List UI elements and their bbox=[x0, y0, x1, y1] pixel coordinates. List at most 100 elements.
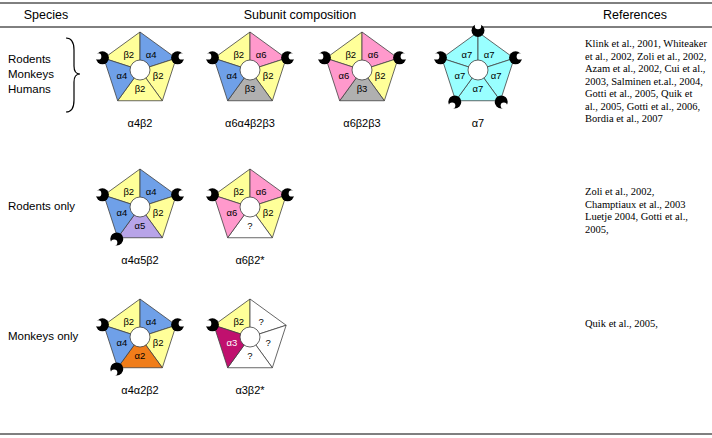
pentagon-figure bbox=[90, 25, 190, 115]
subunit-label: α4 bbox=[116, 71, 127, 81]
binding-blob bbox=[206, 318, 219, 331]
subunit-label: ? bbox=[265, 338, 270, 348]
subunit-label: α7 bbox=[484, 50, 495, 60]
binding-blob bbox=[281, 188, 294, 201]
subunit-label: α6 bbox=[338, 71, 349, 81]
binding-site bbox=[95, 318, 109, 331]
subunit-label: ? bbox=[247, 221, 252, 231]
receptor-pentagon: β2α6β2β3α6α6β2β3 bbox=[312, 25, 412, 137]
subunit-label: β2 bbox=[375, 71, 386, 81]
subunit-label: β3 bbox=[357, 84, 368, 94]
binding-blob bbox=[110, 232, 123, 245]
binding-site bbox=[171, 188, 185, 201]
receptor-pentagon: β2α4β2α2α4α4α2β2 bbox=[90, 292, 190, 404]
receptor-name: α4α5β2 bbox=[90, 254, 190, 266]
receptor-pentagon: β2 α6 β2? α6 α6β2* bbox=[200, 162, 300, 274]
header-rule bbox=[0, 27, 712, 28]
top-rule bbox=[0, 3, 712, 4]
subunit-label: β2 bbox=[123, 317, 134, 327]
subunit-label: β2 bbox=[263, 208, 274, 218]
subunit-label: α7 bbox=[461, 50, 472, 60]
binding-notch bbox=[205, 320, 211, 326]
subunit-label: α6 bbox=[256, 187, 267, 197]
subunit-label: β2 bbox=[233, 50, 244, 60]
column-header: Subunit composition bbox=[220, 8, 380, 22]
column-header: References bbox=[590, 8, 680, 22]
subunit-label: α7 bbox=[454, 71, 465, 81]
binding-notch bbox=[501, 102, 507, 108]
binding-notch bbox=[95, 53, 101, 59]
subunit-label: ? bbox=[259, 317, 264, 327]
pentagon-figure bbox=[428, 25, 528, 115]
subunit-label: α6 bbox=[256, 50, 267, 60]
binding-notch bbox=[517, 53, 523, 59]
binding-notch bbox=[449, 102, 455, 108]
channel-pore bbox=[240, 60, 260, 80]
subunit-label: α4 bbox=[116, 338, 127, 348]
binding-notch bbox=[205, 190, 211, 196]
binding-notch bbox=[205, 53, 211, 59]
binding-notch bbox=[111, 239, 117, 245]
channel-pore bbox=[352, 60, 372, 80]
reference-list: Klink et al., 2001, Whiteaker et al., 20… bbox=[585, 38, 707, 126]
subunit-label: α4 bbox=[146, 187, 157, 197]
receptor-name: α3β2* bbox=[200, 384, 300, 396]
binding-blob bbox=[171, 318, 184, 331]
channel-pore bbox=[240, 197, 260, 217]
binding-site bbox=[448, 95, 461, 108]
binding-notch bbox=[289, 190, 295, 196]
binding-site bbox=[110, 232, 123, 245]
receptor-pentagon: β2α4β2β2α4α4β2 bbox=[90, 25, 190, 137]
column-header: Species bbox=[8, 8, 84, 22]
binding-blob bbox=[281, 51, 294, 64]
binding-blob bbox=[495, 95, 508, 108]
receptor-pentagon: α7α7α7α7α7α7 bbox=[428, 25, 528, 137]
binding-blob bbox=[96, 188, 109, 201]
pentagon-figure bbox=[200, 25, 300, 115]
binding-notch bbox=[111, 369, 117, 375]
subunit-label: β2 bbox=[153, 71, 164, 81]
binding-notch bbox=[475, 23, 481, 29]
receptor-name: α7 bbox=[428, 117, 528, 129]
subunit-label: β2 bbox=[123, 50, 134, 60]
subunit-label: β3 bbox=[245, 84, 256, 94]
channel-pore bbox=[240, 327, 260, 347]
subunit-label: β2 bbox=[233, 187, 244, 197]
binding-blob bbox=[393, 51, 406, 64]
binding-notch bbox=[289, 53, 295, 59]
binding-blob bbox=[448, 95, 461, 108]
subunit-label: α4 bbox=[146, 317, 157, 327]
binding-blob bbox=[509, 51, 522, 64]
receptor-name: α6β2β3 bbox=[312, 117, 412, 129]
receptor-name: α4α2β2 bbox=[90, 384, 190, 396]
binding-site bbox=[393, 51, 407, 64]
subunit-label: β2 bbox=[263, 71, 274, 81]
subunit-label: α6 bbox=[226, 208, 237, 218]
subunit-label: α2 bbox=[135, 351, 146, 361]
binding-site bbox=[205, 188, 219, 201]
subunit-label: α6 bbox=[368, 50, 379, 60]
subunit-label: β2 bbox=[123, 187, 134, 197]
binding-blob bbox=[171, 188, 184, 201]
binding-site bbox=[281, 188, 295, 201]
binding-blob bbox=[318, 51, 331, 64]
binding-site bbox=[317, 51, 331, 64]
binding-notch bbox=[401, 53, 407, 59]
binding-notch bbox=[317, 53, 323, 59]
binding-site bbox=[281, 51, 295, 64]
binding-site bbox=[171, 51, 185, 64]
subunit-label: β2 bbox=[345, 50, 356, 60]
receptor-pentagon: β2α4β2α5α4α4α5β2 bbox=[90, 162, 190, 274]
binding-blob bbox=[206, 188, 219, 201]
subunit-label: α4 bbox=[226, 71, 237, 81]
subunit-label: β2 bbox=[153, 208, 164, 218]
binding-site bbox=[95, 188, 109, 201]
binding-blob bbox=[171, 51, 184, 64]
binding-site bbox=[205, 318, 219, 331]
binding-blob bbox=[96, 51, 109, 64]
receptor-name: α6β2* bbox=[200, 254, 300, 266]
pentagon-figure bbox=[200, 162, 300, 252]
channel-pore bbox=[130, 60, 150, 80]
binding-blob bbox=[110, 362, 123, 375]
pentagon-figure bbox=[90, 292, 190, 382]
